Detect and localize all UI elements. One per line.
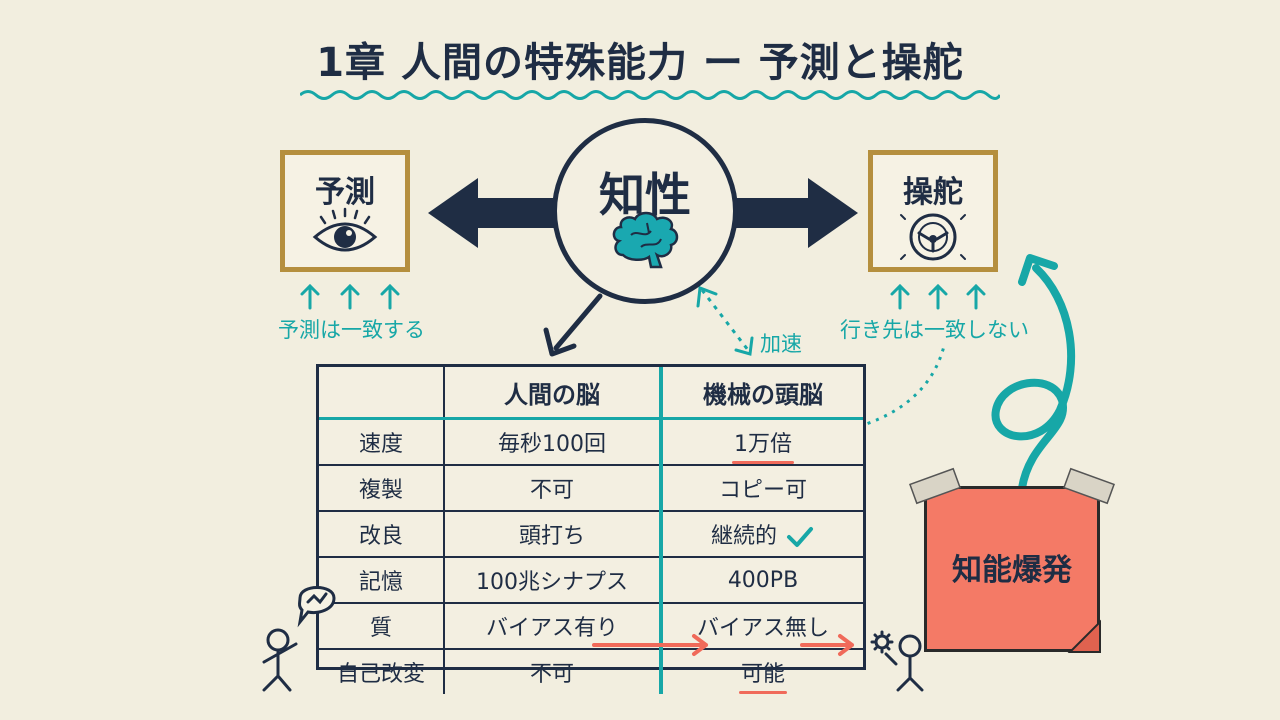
prediction-agree-note: 予測は一致する <box>278 318 425 342</box>
table-header-row: 人間の脳 機械の頭脳 <box>319 367 863 420</box>
human-cell: 不可 <box>444 649 663 694</box>
table-row: 自己改変 不可 可能 <box>319 649 863 694</box>
accelerate-note: 加速 <box>760 332 802 356</box>
machine-cell: 継続的 <box>661 511 863 558</box>
comparison-table: 人間の脳 機械の頭脳 速度 毎秒100回 1万倍 複製 不可 コピー可 改良 頭… <box>316 364 866 694</box>
machine-cell-text: 1万倍 <box>734 432 792 457</box>
machine-cell: バイアス無し <box>661 603 863 650</box>
eye-icon <box>312 207 378 252</box>
human-cell: 頭打ち <box>444 511 663 558</box>
human-cell: 不可 <box>444 465 663 512</box>
steering-label: 操舵 <box>903 175 963 210</box>
header-human-brain: 人間の脳 <box>444 367 663 420</box>
table-row: 記憶 100兆シナプス 400PB <box>319 557 863 604</box>
machine-cell-text: 可能 <box>740 662 785 687</box>
arrow-left-head <box>428 178 478 248</box>
intelligence-explosion-label: 知能爆発 <box>952 553 1072 588</box>
intelligence-explosion-note: 知能爆発 <box>924 486 1100 652</box>
page-title: 1章 人間の特殊能力 ー 予測と操舵 <box>316 40 964 86</box>
human-cell: 100兆シナプス <box>444 557 663 604</box>
arrow-right-shaft <box>732 198 822 228</box>
prediction-label: 予測 <box>315 175 375 210</box>
destination-disagree-note: 行き先は一致しない <box>840 318 1029 342</box>
row-label: 改良 <box>319 511 445 558</box>
table-row: 改良 頭打ち 継続的 <box>319 511 863 558</box>
human-cell: 毎秒100回 <box>444 418 663 466</box>
header-blank <box>319 367 445 420</box>
row-label: 自己改変 <box>319 649 445 694</box>
machine-cell: 1万倍 <box>661 418 863 466</box>
left-up-arrows <box>300 283 400 310</box>
checkmark-icon <box>787 527 813 547</box>
arrow-left-shaft <box>468 198 558 228</box>
header-machine-brain: 機械の頭脳 <box>661 367 863 420</box>
arrow-down-to-table <box>553 293 603 351</box>
table-row: 質 バイアス有り バイアス無し <box>319 603 863 650</box>
machine-cell: コピー可 <box>661 465 863 512</box>
table-row: 速度 毎秒100回 1万倍 <box>319 418 863 466</box>
human-cell: バイアス有り <box>444 603 663 650</box>
row-label: 記憶 <box>319 557 445 604</box>
person-with-gear-icon <box>870 630 924 692</box>
steering-wheel-icon <box>900 213 966 261</box>
machine-cell-text: 継続的 <box>710 524 777 549</box>
accelerate-dotted-arrow <box>700 289 750 351</box>
steering-box: 操舵 <box>868 150 998 272</box>
row-label: 複製 <box>319 465 445 512</box>
machine-cell: 400PB <box>661 557 863 604</box>
right-up-arrows <box>890 283 986 310</box>
prediction-box: 予測 <box>280 150 410 272</box>
arrow-right-head <box>808 178 858 248</box>
intelligence-circle: 知性 <box>552 118 738 304</box>
row-label: 速度 <box>319 418 445 466</box>
table-row: 複製 不可 コピー可 <box>319 465 863 512</box>
brain-icon <box>612 211 679 269</box>
machine-cell: 可能 <box>661 649 863 694</box>
loop-arrow <box>991 264 1076 492</box>
title-underline-wave <box>300 90 1000 100</box>
row-label: 質 <box>319 603 445 650</box>
